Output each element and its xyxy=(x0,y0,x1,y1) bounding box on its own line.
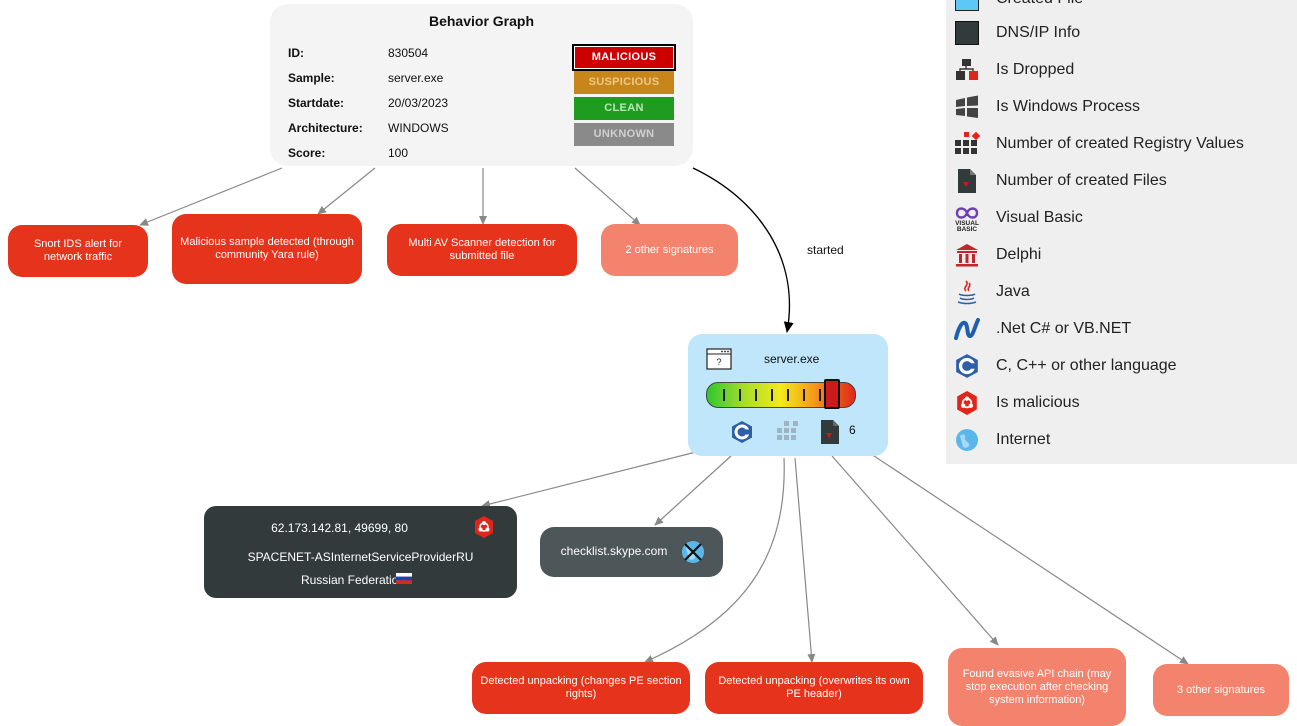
legend-panel: Created File DNS/IP Info Is Dropped Is W… xyxy=(946,0,1297,464)
legend-item-java: Java xyxy=(946,277,1030,307)
signature-node[interactable]: Snort IDS alert for network traffic xyxy=(8,225,148,277)
legend-item-created-files: Number of created Files xyxy=(946,166,1167,196)
created-files-icon xyxy=(821,420,839,444)
signature-node[interactable]: Multi AV Scanner detection for submitted… xyxy=(387,224,577,276)
behavior-graph-card: Behavior Graph ID: 830504 Sample: server… xyxy=(270,4,693,166)
legend-item-windows-process: Is Windows Process xyxy=(946,92,1140,122)
legend-item-registry-values: Number of created Registry Values xyxy=(946,129,1244,159)
edge-to-ip xyxy=(481,449,705,508)
architecture-value: WINDOWS xyxy=(388,121,449,135)
legend-item-c-language: C, C++ or other language xyxy=(946,351,1177,381)
legend-item-created-file: Created File xyxy=(946,0,1083,14)
domain-name: checklist.skype.com xyxy=(560,544,668,558)
edge-label-started: started xyxy=(807,243,844,257)
legend-label: DNS/IP Info xyxy=(996,24,1081,41)
edge-to-unpack1 xyxy=(644,457,785,663)
legend-item-dotnet: .Net C# or VB.NET xyxy=(946,314,1131,344)
sample-label: Sample: xyxy=(288,71,335,85)
legend-label: .Net C# or VB.NET xyxy=(996,320,1132,337)
signature-node[interactable]: 2 other signatures xyxy=(601,224,738,276)
legend-label: Internet xyxy=(996,431,1051,448)
legend-item-is-dropped: Is Dropped xyxy=(946,55,1074,85)
architecture-label: Architecture: xyxy=(288,121,363,135)
ip-info-node[interactable]: 62.173.142.81, 49699, 80 SPACENET-ASInte… xyxy=(204,506,517,598)
edge-to-yara xyxy=(317,167,376,215)
registry-values-icon xyxy=(954,131,980,157)
legend-item-internet: Internet xyxy=(946,425,1050,455)
dns-ip-info-icon xyxy=(954,20,980,46)
svg-text:BASIC: BASIC xyxy=(957,226,978,231)
legend-label: Number of created Files xyxy=(996,172,1167,189)
c-language-icon xyxy=(954,353,980,379)
edge-to-domain xyxy=(654,455,732,526)
legend-label: Java xyxy=(996,283,1030,300)
legend-label: Is Dropped xyxy=(996,61,1075,78)
signature-node[interactable]: 3 other signatures xyxy=(1153,664,1289,716)
signature-node[interactable]: Detected unpacking (changes PE section r… xyxy=(472,662,690,714)
window-icon: ? xyxy=(706,348,732,370)
registry-values-icon xyxy=(777,421,798,440)
legend-label: Number of created Registry Values xyxy=(996,135,1244,152)
verdict-malicious: MALICIOUS xyxy=(572,44,676,71)
edge-to-evasive xyxy=(831,455,999,646)
process-name: server.exe xyxy=(764,352,820,366)
edge-to-unpack2 xyxy=(794,457,816,663)
legend-item-malicious: Is malicious xyxy=(946,388,1080,418)
domain-node[interactable]: checklist.skype.com xyxy=(540,527,723,577)
score-label: Score: xyxy=(288,146,326,160)
signature-node[interactable]: Detected unpacking (overwrites its own P… xyxy=(705,662,923,714)
legend-item-delphi: Delphi xyxy=(946,240,1041,270)
id-value: 830504 xyxy=(388,46,429,60)
edge-to-snort xyxy=(139,167,283,226)
legend-label: Is malicious xyxy=(996,394,1080,411)
svg-text:VISUAL: VISUAL xyxy=(955,220,979,227)
legend-item-visual-basic: VISUAL BASIC Visual Basic xyxy=(946,203,1083,233)
legend-item-dns-ip: DNS/IP Info xyxy=(946,18,1080,48)
behavior-graph-title: Behavior Graph xyxy=(428,13,535,29)
startdate-label: Startdate: xyxy=(288,96,345,110)
malicious-icon xyxy=(475,516,493,538)
edge-to-other2 xyxy=(574,167,641,226)
legend-label: Visual Basic xyxy=(996,209,1083,226)
verdict-suspicious: SUSPICIOUS xyxy=(574,71,674,94)
legend-label: Delphi xyxy=(996,246,1042,263)
java-icon xyxy=(954,279,980,305)
edge-started xyxy=(692,167,794,333)
is-dropped-icon xyxy=(954,57,980,83)
signature-node[interactable]: Found evasive API chain (may stop execut… xyxy=(948,648,1126,726)
internet-blocked-icon xyxy=(682,541,704,563)
ip-address: 62.173.142.81, 49699, 80 xyxy=(271,521,408,535)
created-file-icon xyxy=(954,0,980,12)
dotnet-icon xyxy=(954,316,980,342)
asn-name: SPACENET-ASInternetServiceProviderRU xyxy=(247,550,474,564)
legend-label: Created File xyxy=(996,0,1083,8)
legend-label: Is Windows Process xyxy=(996,98,1141,115)
visual-basic-icon: VISUAL BASIC xyxy=(954,205,980,231)
delphi-icon xyxy=(954,242,980,268)
malicious-icon xyxy=(954,390,980,416)
verdict-unknown: UNKNOWN xyxy=(574,123,674,146)
windows-process-icon xyxy=(954,94,980,120)
sample-value: server.exe xyxy=(388,71,444,85)
legend-label: C, C++ or other language xyxy=(996,357,1177,374)
created-files-icon xyxy=(954,168,980,194)
verdict-clean: CLEAN xyxy=(574,97,674,120)
score-value: 100 xyxy=(388,146,409,160)
russia-flag-icon xyxy=(396,573,412,584)
signature-node[interactable]: Malicious sample detected (through commu… xyxy=(172,214,362,284)
country-name: Russian Federation xyxy=(300,573,406,587)
edge-to-other3 xyxy=(861,447,1189,665)
created-files-count: 6 xyxy=(849,423,856,437)
id-label: ID: xyxy=(288,46,304,60)
process-node[interactable]: ? server.exe 6 xyxy=(688,334,888,456)
c-language-icon xyxy=(732,421,752,443)
internet-icon xyxy=(954,427,980,453)
startdate-value: 20/03/2023 xyxy=(388,96,449,110)
score-bar-marker xyxy=(824,379,840,409)
svg-text:?: ? xyxy=(716,357,721,367)
